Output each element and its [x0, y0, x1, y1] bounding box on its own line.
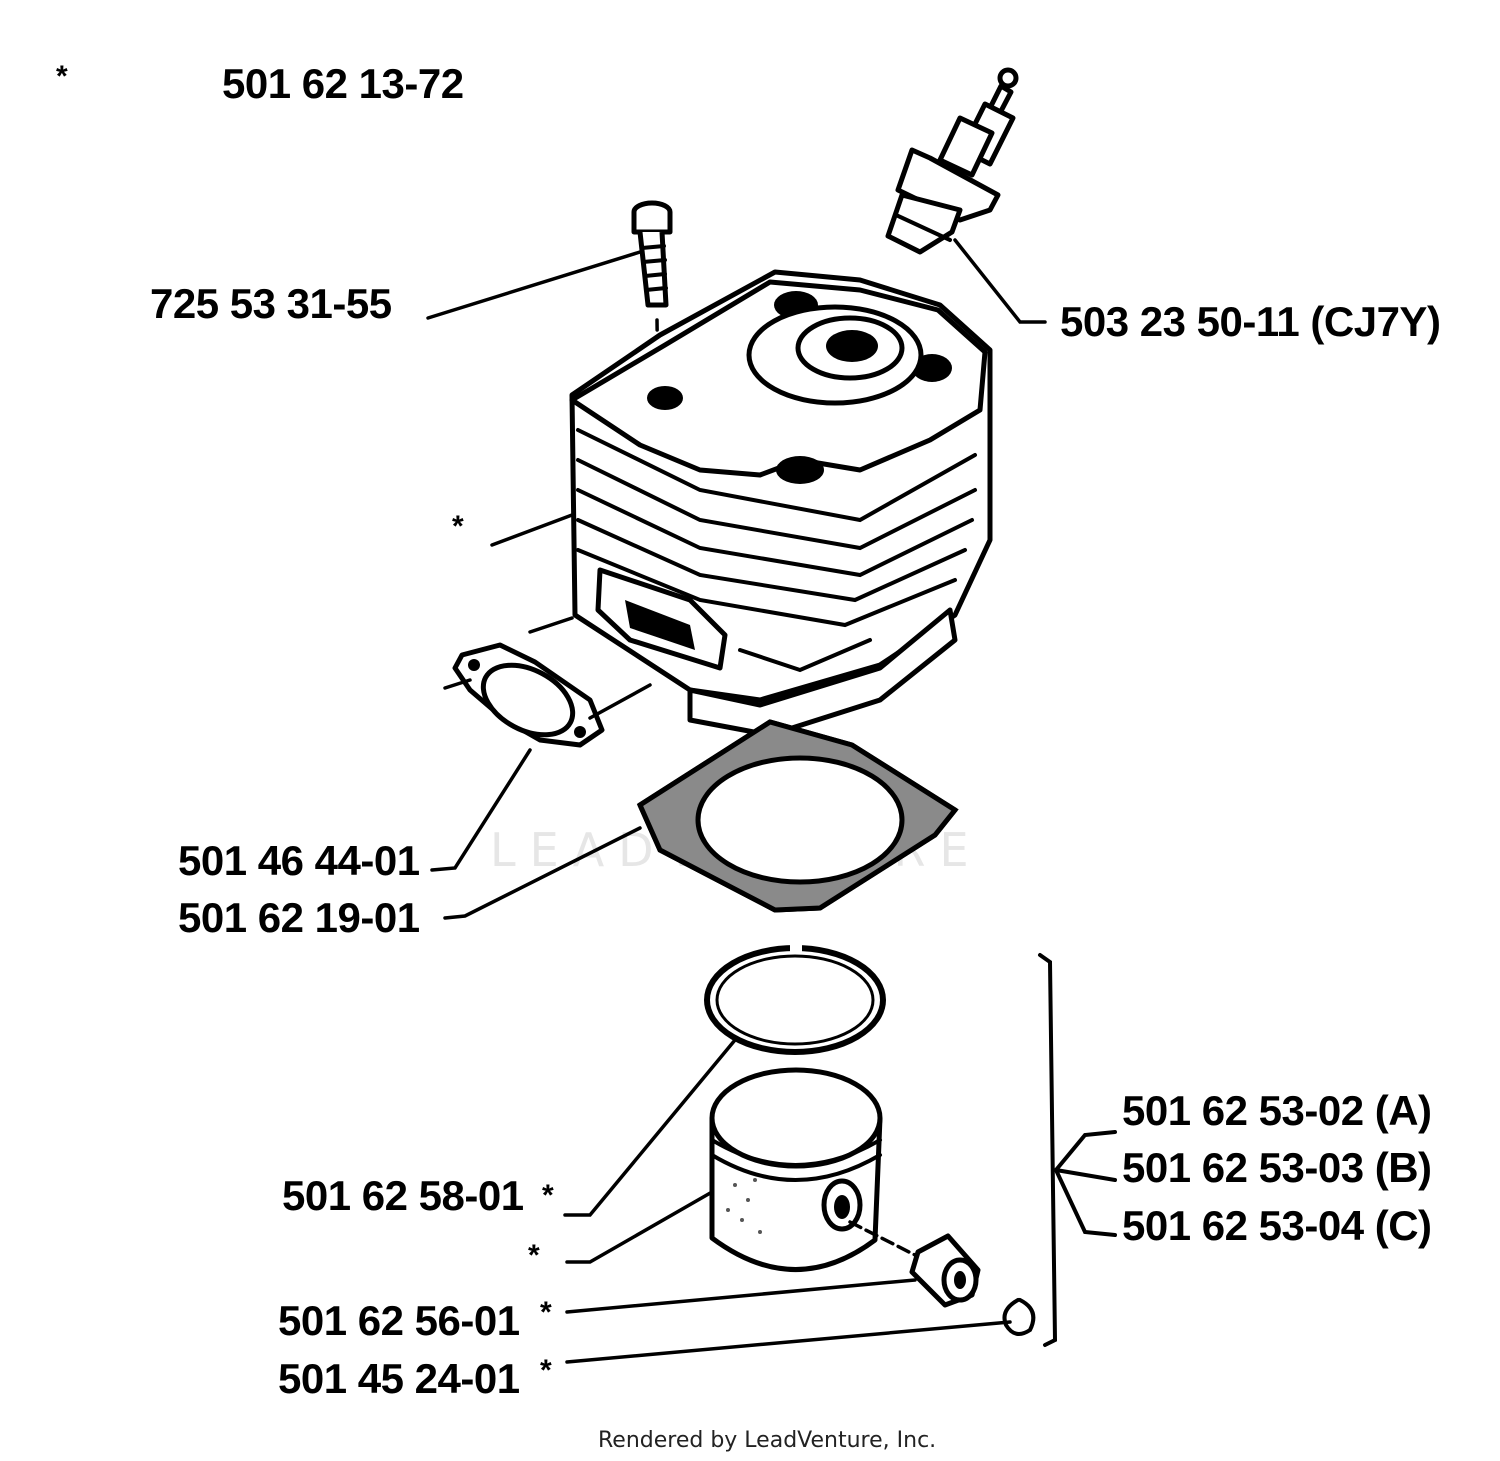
- label-piston-pin[interactable]: 501 62 56-01: [278, 1297, 520, 1344]
- base-gasket[interactable]: [636, 719, 959, 913]
- label-piston-b[interactable]: 501 62 53-03 (B): [1122, 1144, 1432, 1191]
- assembly-asterisk: *: [56, 60, 68, 93]
- label-retainer[interactable]: 501 45 24-01: [278, 1355, 520, 1402]
- label-spark-plug[interactable]: 503 23 50-11 (CJ7Y): [1060, 298, 1441, 345]
- piston-kit-bracket: [1038, 953, 1117, 1347]
- pin-asterisk: *: [540, 1296, 552, 1329]
- cylinder-asterisk: *: [452, 510, 464, 543]
- leader-lines: [426, 238, 1047, 1364]
- label-piston-c[interactable]: 501 62 53-04 (C): [1122, 1202, 1432, 1249]
- cylinder[interactable]: [569, 269, 993, 738]
- label-piston-ring[interactable]: 501 62 58-01: [282, 1172, 524, 1219]
- piston-pin[interactable]: [848, 1220, 981, 1308]
- piston-ring[interactable]: [704, 940, 886, 1055]
- piston[interactable]: [709, 1067, 883, 1272]
- exhaust-gasket[interactable]: [443, 642, 605, 749]
- label-piston-a[interactable]: 501 62 53-02 (A): [1122, 1087, 1432, 1134]
- label-assembly[interactable]: 501 62 13-72: [222, 60, 464, 107]
- label-exhaust-gasket[interactable]: 501 46 44-01: [178, 837, 420, 884]
- retainer-clip[interactable]: [1002, 1298, 1036, 1336]
- piston-asterisk: *: [528, 1239, 540, 1272]
- footer-credit: Rendered by LeadVenture, Inc.: [598, 1428, 936, 1453]
- label-bolt[interactable]: 725 53 31-55: [150, 280, 392, 327]
- ring-asterisk: *: [542, 1179, 554, 1212]
- retainer-asterisk: *: [540, 1354, 552, 1387]
- label-base-gasket[interactable]: 501 62 19-01: [178, 894, 420, 941]
- spark-plug[interactable]: [885, 67, 1019, 255]
